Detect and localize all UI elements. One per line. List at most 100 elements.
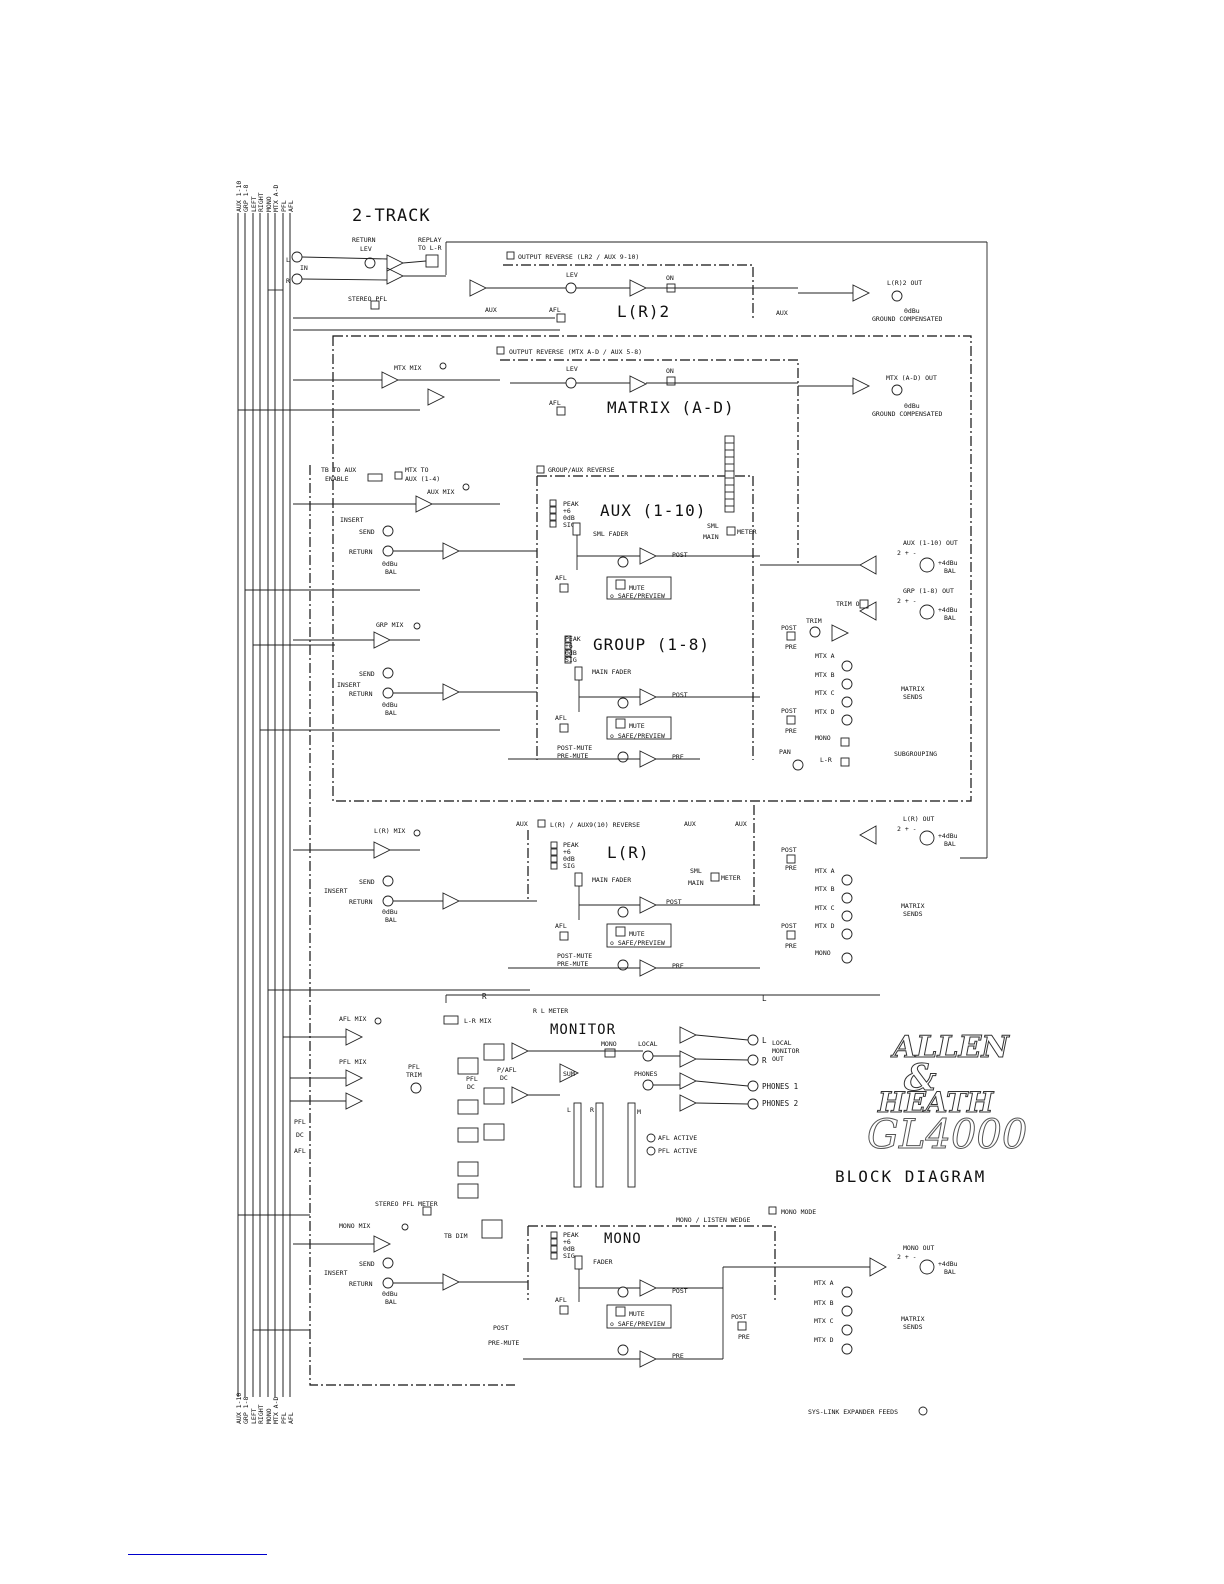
local-monitor-label: OUT [772, 1055, 784, 1063]
vca-icon [617, 959, 629, 971]
return-lev-knob[interactable] [364, 257, 376, 269]
stereo-pfl-meter-switch[interactable] [422, 1206, 432, 1216]
footer-link-underline[interactable] [128, 1554, 267, 1555]
fader-cap[interactable] [574, 1255, 583, 1270]
input-r-jack [291, 273, 303, 285]
amp-icon [386, 254, 405, 272]
lr-switch[interactable] [840, 757, 850, 767]
afl-label: AFL [555, 574, 567, 582]
amp-icon [511, 1086, 530, 1104]
bus-taps [238, 289, 530, 1331]
vca-icon [617, 697, 629, 709]
dbu-label: 0dBu [382, 908, 398, 916]
safe-label: o SAFE/PREVIEW [610, 939, 665, 947]
send-label: SEND [359, 1260, 375, 1268]
main-label: MAIN [703, 533, 719, 541]
aux-out-xlr [919, 557, 935, 573]
mono-switch[interactable] [840, 737, 850, 747]
meter-label: METER [721, 874, 741, 882]
mtx-c-knob[interactable] [841, 1324, 853, 1336]
trim-on-switch[interactable] [859, 599, 869, 609]
afl-switch[interactable] [559, 1305, 569, 1315]
bus-label: LEFT [250, 1408, 258, 1424]
afl-switch[interactable] [556, 313, 566, 323]
mtx-a-knob[interactable] [841, 1286, 853, 1298]
phones-1-label: PHONES 1 [762, 1082, 798, 1091]
post-pre-switch[interactable] [786, 854, 796, 864]
mtx-a-label: MTX A [814, 1279, 834, 1287]
mtx-a-knob[interactable] [841, 660, 853, 672]
lr-reverse-switch[interactable] [537, 819, 546, 828]
local-knob[interactable] [642, 1050, 654, 1062]
post-pre-switch[interactable] [786, 715, 796, 725]
meter-switch[interactable] [710, 872, 720, 882]
post-pre-switch[interactable] [786, 631, 796, 641]
mute-switch[interactable] [615, 1306, 626, 1317]
output-reverse-switch[interactable] [496, 346, 505, 355]
mtx-to-aux-switch[interactable] [394, 471, 403, 480]
trim-knob[interactable] [809, 626, 821, 638]
mono-switch[interactable] [604, 1048, 616, 1058]
amp-icon [629, 279, 648, 297]
pre-mute-label: PRE-MUTE [557, 752, 588, 760]
output-reverse-switch[interactable] [506, 251, 515, 260]
mtx-b-knob[interactable] [841, 1305, 853, 1317]
pre-label: PRE [738, 1333, 750, 1341]
main-fader-cap[interactable] [574, 872, 583, 887]
pan-knob[interactable] [792, 759, 804, 771]
mute-switch[interactable] [615, 579, 626, 590]
afl-label: AFL [549, 306, 561, 314]
meter-switch[interactable] [726, 526, 736, 536]
afl-switch[interactable] [559, 931, 569, 941]
pins-label: 2 + - [897, 597, 917, 605]
bus-label: MONO [265, 1408, 273, 1424]
aux-label: AUX [516, 820, 528, 828]
mtx-c-knob[interactable] [841, 910, 853, 922]
mute-switch[interactable] [615, 718, 626, 729]
amp-icon [639, 1350, 658, 1368]
sml-fader-label: SML FADER [593, 530, 628, 538]
mtx-d-knob[interactable] [841, 1343, 853, 1355]
level-label: 0dBu [904, 402, 920, 410]
mtx-c-knob[interactable] [841, 696, 853, 708]
amp-icon [442, 542, 461, 560]
mtx-a-knob[interactable] [841, 874, 853, 886]
mtx-b-knob[interactable] [841, 892, 853, 904]
post-pre-switch[interactable] [737, 1321, 747, 1331]
mtx-d-knob[interactable] [841, 928, 853, 940]
mute-switch[interactable] [615, 926, 626, 937]
group-aux-reverse-switch[interactable] [536, 465, 545, 474]
mono-mode-switch[interactable] [768, 1206, 777, 1215]
tb-to-aux-switch[interactable] [367, 473, 383, 482]
phones-knob[interactable] [642, 1079, 654, 1091]
lr-mix-label: L-R MIX [464, 1017, 491, 1025]
sys-link-footer: SYS-LINK EXPANDER FEEDS [808, 1408, 898, 1416]
mtx-d-knob[interactable] [841, 714, 853, 726]
sml-fader-cap[interactable] [572, 522, 581, 536]
afl-switch[interactable] [556, 406, 566, 416]
post-pre-switch[interactable] [786, 930, 796, 940]
afl-switch[interactable] [559, 583, 569, 593]
local-l-jack [747, 1034, 759, 1046]
mono-knob[interactable] [841, 952, 853, 964]
post-label: POST [731, 1313, 747, 1321]
pfl-trim-knob[interactable] [410, 1082, 422, 1094]
stereo-pfl-switch[interactable] [370, 300, 380, 310]
on-switch[interactable] [666, 376, 676, 386]
meter-mark: 0dB [563, 855, 575, 863]
allen-heath-logo: ALLEN & HEATH GL4000 BLOCK DIAGRAM [835, 1030, 1028, 1187]
lev-knob[interactable] [565, 377, 577, 389]
main-fader-cap[interactable] [574, 666, 583, 681]
lev-knob[interactable] [565, 282, 577, 294]
afl-switch[interactable] [559, 723, 569, 733]
afl-label: AFL [555, 714, 567, 722]
mono-label: MONO [815, 949, 831, 957]
aux-out-label: AUX (1-10) OUT [903, 539, 958, 547]
aux-label: AUX [684, 820, 696, 828]
sys-link-icon [374, 1017, 382, 1025]
mtx-b-knob[interactable] [841, 678, 853, 690]
lev-label: LEV [360, 245, 372, 253]
meter-mark: PEAK [563, 841, 579, 849]
lr-mix-switch[interactable] [443, 1015, 459, 1025]
replay-switch[interactable] [425, 254, 439, 268]
